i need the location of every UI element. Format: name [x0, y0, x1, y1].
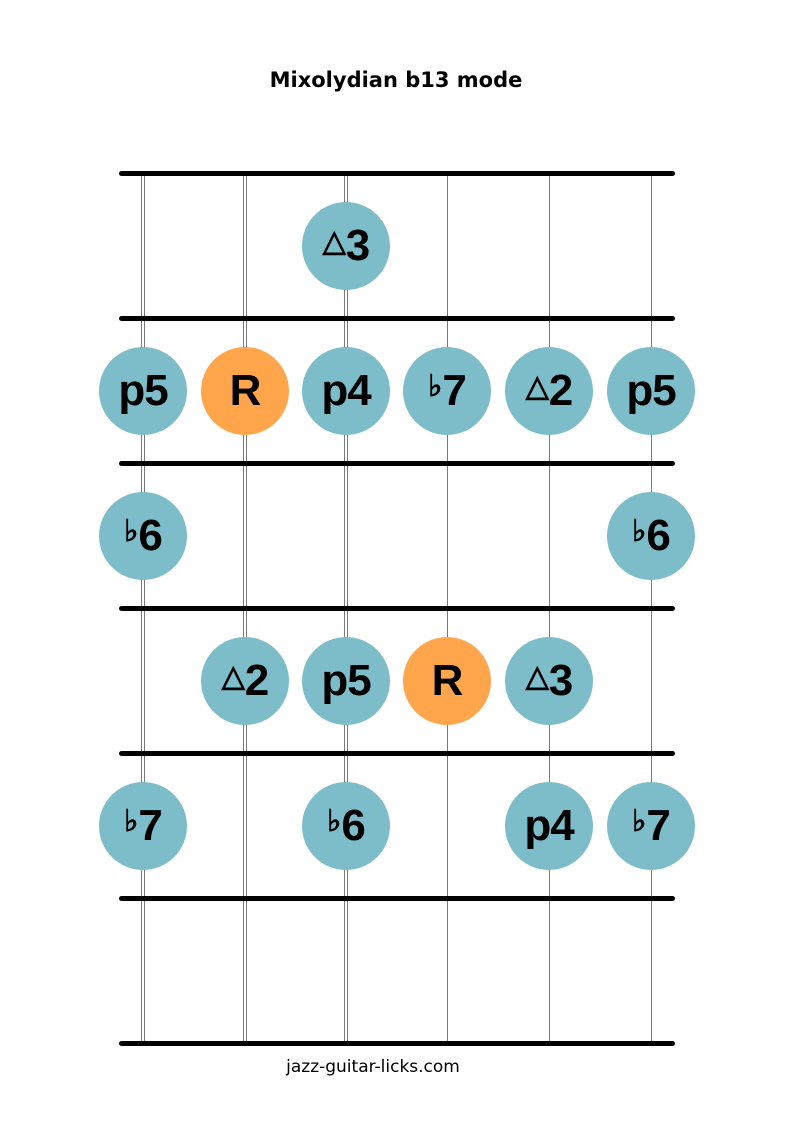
note-label: p5 [626, 365, 676, 415]
interval-note-marker: p5 [302, 636, 390, 725]
site-credit: jazz-guitar-licks.com [286, 1057, 460, 1077]
note-degree: 6 [646, 510, 671, 560]
interval-note-marker: ♭7 [99, 781, 187, 870]
note-degree: 7 [442, 365, 467, 415]
fret-line-4 [119, 751, 675, 756]
flat-sign-icon: ♭ [327, 805, 341, 838]
note-label: p4 [321, 365, 371, 415]
interval-note-marker: ♭6 [99, 491, 187, 580]
note-degree: 3 [345, 220, 371, 270]
note-label: p5 [321, 655, 371, 705]
flat-sign-icon: ♭ [632, 515, 646, 548]
note-label: R [229, 365, 262, 415]
fret-line-1 [119, 316, 675, 321]
flat-sign-icon: ♭ [124, 515, 138, 548]
note-label: p4 [524, 800, 574, 850]
interval-note-marker: △2 [201, 636, 289, 725]
interval-note-marker: ♭6 [607, 491, 695, 580]
fret-line-5 [119, 896, 675, 901]
major-triangle-icon: △ [322, 225, 346, 258]
interval-note-marker: p4 [302, 346, 390, 435]
interval-note-marker: △2 [505, 346, 593, 435]
note-degree: 6 [138, 510, 163, 560]
interval-note-marker: ♭7 [403, 346, 491, 435]
note-label: R [431, 655, 464, 705]
fret-line-2 [119, 461, 675, 466]
diagram-title: Mixolydian b13 mode [269, 68, 523, 92]
flat-sign-icon: ♭ [124, 805, 138, 838]
note-degree: 3 [548, 655, 574, 705]
interval-note-marker: p5 [99, 346, 187, 435]
interval-note-marker: △3 [302, 201, 390, 290]
root-note-marker: R [403, 636, 491, 725]
note-degree: 6 [341, 800, 366, 850]
major-triangle-icon: △ [221, 660, 245, 693]
flat-sign-icon: ♭ [428, 370, 442, 403]
major-triangle-icon: △ [525, 660, 549, 693]
note-degree: 2 [548, 365, 574, 415]
note-degree: 2 [244, 655, 270, 705]
interval-note-marker: ♭7 [607, 781, 695, 870]
flat-sign-icon: ♭ [632, 805, 646, 838]
interval-note-marker: p4 [505, 781, 593, 870]
note-degree: 7 [646, 800, 671, 850]
interval-note-marker: ♭6 [302, 781, 390, 870]
fret-line-3 [119, 606, 675, 611]
interval-note-marker: △3 [505, 636, 593, 725]
note-degree: 7 [138, 800, 163, 850]
fret-line-6 [119, 1041, 675, 1046]
fret-line-0 [119, 171, 675, 176]
interval-note-marker: p5 [607, 346, 695, 435]
note-label: p5 [118, 365, 168, 415]
root-note-marker: R [201, 346, 289, 435]
major-triangle-icon: △ [525, 370, 549, 403]
